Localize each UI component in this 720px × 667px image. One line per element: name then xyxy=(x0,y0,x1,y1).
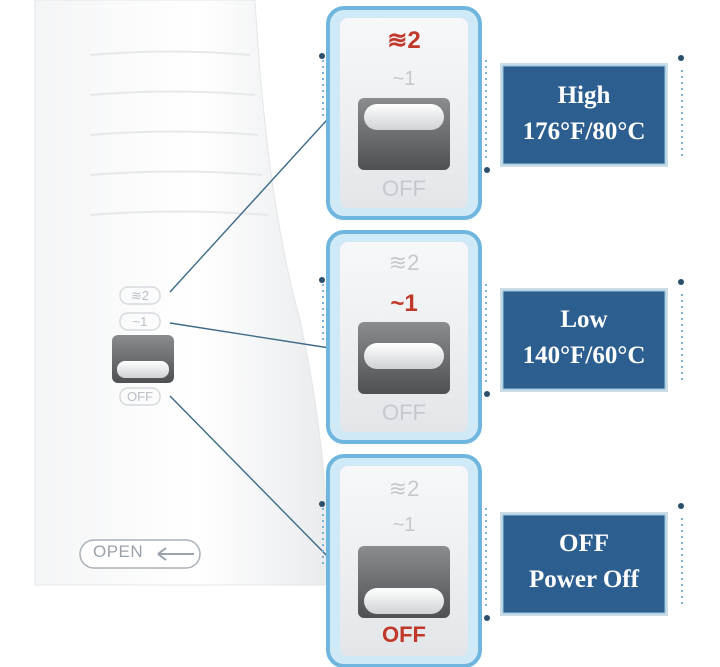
info-off-desc: Power Off xyxy=(529,566,639,593)
body-switch xyxy=(112,286,174,406)
switch-knob-off xyxy=(358,546,450,618)
body-mark-low: ~1 xyxy=(132,314,148,329)
info-high-title: High xyxy=(557,82,611,109)
info-low-temp: 140°F/60°C xyxy=(522,342,646,369)
device-body xyxy=(34,0,329,586)
panel3-mark-off: OFF xyxy=(382,622,426,647)
panel2-mark-off: OFF xyxy=(382,400,426,425)
body-mark-off: OFF xyxy=(127,389,153,404)
panel3-mark-low: ~1 xyxy=(392,514,416,536)
panel1-mark-off: OFF xyxy=(382,176,426,201)
arrow-left-icon xyxy=(157,547,194,561)
body-mark-high: ≋2 xyxy=(130,288,150,303)
panel1-mark-low: ~1 xyxy=(392,68,416,90)
panel1-mark-high: ≋2 xyxy=(387,27,421,54)
connector-lines xyxy=(169,109,337,566)
open-badge xyxy=(79,539,201,569)
panel3-mark-high: ≋2 xyxy=(388,476,420,501)
switch-knob-low xyxy=(358,322,450,394)
info-low-title: Low xyxy=(560,306,608,333)
open-label: OPEN xyxy=(93,542,144,561)
switch-knob-high xyxy=(358,98,450,170)
panel2-mark-high: ≋2 xyxy=(388,250,420,275)
info-panels xyxy=(500,55,684,616)
info-high-temp: 176°F/80°C xyxy=(522,118,646,145)
panel2-mark-low: ~1 xyxy=(390,290,418,317)
info-off-title: OFF xyxy=(559,530,609,557)
